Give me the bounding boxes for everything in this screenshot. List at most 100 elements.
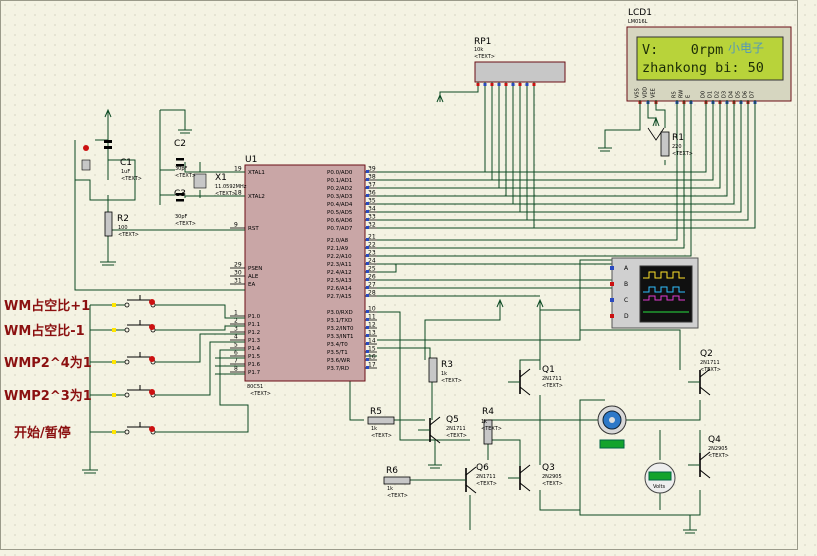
lcd-pin-d3: D3 <box>722 91 728 98</box>
mcu-pin-name: P3.6/WR <box>327 358 350 364</box>
mcu-pin-name: PSEN <box>248 266 262 272</box>
r2-ref: R2 <box>117 214 129 224</box>
mcu-pin-name: RST <box>248 226 259 232</box>
mcu-pin-number: 25 <box>368 266 376 273</box>
mcu-pin-name: P1.7 <box>248 370 261 376</box>
lcd-pin-d7: D7 <box>750 91 756 98</box>
bus-wires <box>349 82 756 441</box>
mcu-pin-name: XTAL1 <box>248 170 265 176</box>
push-button-4[interactable]: WMP2^3为1 <box>4 385 156 404</box>
mcu-pin-number: 3 <box>234 326 238 333</box>
lcd-watermark: 小电子 <box>728 41 764 55</box>
lcd-pin-vdd: VDD <box>643 87 649 98</box>
mcu-pin-number: 27 <box>368 282 376 289</box>
mcu-pin-name: P0.7/AD7 <box>327 226 353 232</box>
lcd-pin-d2: D2 <box>715 91 721 98</box>
transistor-ref: Q2 <box>700 349 713 359</box>
mcu-pin-name: P2.3/A11 <box>327 262 352 268</box>
svg-text:R4: R4 <box>482 407 494 417</box>
mcu-pin-name: P2.2/A10 <box>327 254 352 260</box>
mcu-pin-number: 8 <box>234 366 238 373</box>
transistor-part: 2N1711 <box>700 360 720 366</box>
mcu-pin-name: P3.7/RD <box>327 366 349 372</box>
x1-ref: X1 <box>215 173 227 183</box>
push-button-1[interactable]: WM占空比+1 <box>4 295 156 314</box>
mcu-pin-number: 17 <box>368 362 376 369</box>
dc-motor[interactable] <box>597 405 627 449</box>
mcu-pin-name: P3.3/INT1 <box>327 334 354 340</box>
mcu-pin-number: 14 <box>368 338 376 345</box>
resistor-r1: R1 220 <TEXT> <box>647 127 693 157</box>
mcu-pin-number: 6 <box>234 350 238 357</box>
mcu-pin-number: 13 <box>368 330 376 337</box>
push-button-2[interactable]: WM占空比-1 <box>4 320 156 339</box>
transistor-ref: Q6 <box>476 463 489 473</box>
scope-screen <box>639 265 693 323</box>
microcontroller-u1[interactable]: U1 80C51 <TEXT> 19XTAL118XTAL29RST29PSEN… <box>230 155 377 397</box>
c2-text: <TEXT> <box>175 173 196 179</box>
mcu-pin-p33int1: P3.3/INT1 13 <box>327 330 377 340</box>
mcu-pin-name: P2.0/A8 <box>327 238 349 244</box>
svg-text:<TEXT>: <TEXT> <box>672 151 693 157</box>
mcu-pin-number: 9 <box>234 222 238 229</box>
mcu-pin-number: 38 <box>368 174 376 181</box>
mcu-pin-number: 5 <box>234 342 238 349</box>
lcd-module[interactable]: LCD1 LM016L V: 0rpm zhankong bi: 50 小电子 … <box>626 8 792 108</box>
mcu-pin-name: P2.6/A14 <box>327 286 352 292</box>
resistor-pack-rp1[interactable]: RP1 10k <TEXT> <box>474 37 566 83</box>
lcd-line-1: V: 0rpm <box>642 42 723 58</box>
push-button-5[interactable]: 开始/暂停 <box>14 422 156 441</box>
transistor-part: 2N2905 <box>708 446 728 452</box>
svg-text:1k: 1k <box>481 419 487 425</box>
button-label: WMP2^3为1 <box>4 388 92 404</box>
crystal-circuit: C2 30pF <TEXT> C3 30pF <TEXT> X1 11.0592… <box>159 109 247 227</box>
mcu-pin-name: ALE <box>248 274 259 280</box>
transistor-text: <TEXT> <box>476 481 497 487</box>
resistor-r6: R6 1k <TEXT> <box>383 466 411 499</box>
transistor-text: <TEXT> <box>446 433 467 439</box>
mcu-pin-name: P2.7/A15 <box>327 294 352 300</box>
lcd-pin-vee: VEE <box>651 88 657 98</box>
mcu-pin-number: 23 <box>368 250 376 257</box>
mcu-pin-name: P1.4 <box>248 346 261 352</box>
mcu-pin-name: P1.2 <box>248 330 260 336</box>
transistor-text: <TEXT> <box>542 481 563 487</box>
push-button-3[interactable]: WMP2^4为1 <box>4 352 156 371</box>
svg-text:<TEXT>: <TEXT> <box>441 378 462 384</box>
mcu-pin-name: P0.5/AD5 <box>327 210 353 216</box>
mcu-pin-number: 33 <box>368 214 376 221</box>
mcu-pin-p13: 4P1.3 <box>230 334 261 344</box>
svg-text:1k: 1k <box>371 426 377 432</box>
mcu-pin-name: XTAL2 <box>248 194 265 200</box>
svg-text:1k: 1k <box>387 486 393 492</box>
svg-text:R3: R3 <box>441 360 453 370</box>
c3-ref: C3 <box>174 189 186 199</box>
mcu-pin-number: 39 <box>368 166 376 173</box>
button-label: WMP2^4为1 <box>4 355 92 371</box>
mcu-pin-number: 34 <box>368 206 376 213</box>
svg-text:<TEXT>: <TEXT> <box>371 433 392 439</box>
mcu-pin-name: P1.5 <box>248 354 261 360</box>
mcu-body <box>244 164 366 382</box>
mcu-pin-number: 21 <box>368 234 376 241</box>
resistor-r5: R5 1k <TEXT> <box>367 407 395 439</box>
transistor-ref: Q3 <box>542 463 555 473</box>
mcu-pin-p22a10: P2.2/A10 23 <box>327 250 377 260</box>
voltmeter[interactable]: Volts <box>644 462 676 494</box>
button-label: WM占空比+1 <box>4 298 90 314</box>
lcd-pin-d1: D1 <box>708 91 714 98</box>
lcd-ref: LCD1 <box>628 8 652 18</box>
